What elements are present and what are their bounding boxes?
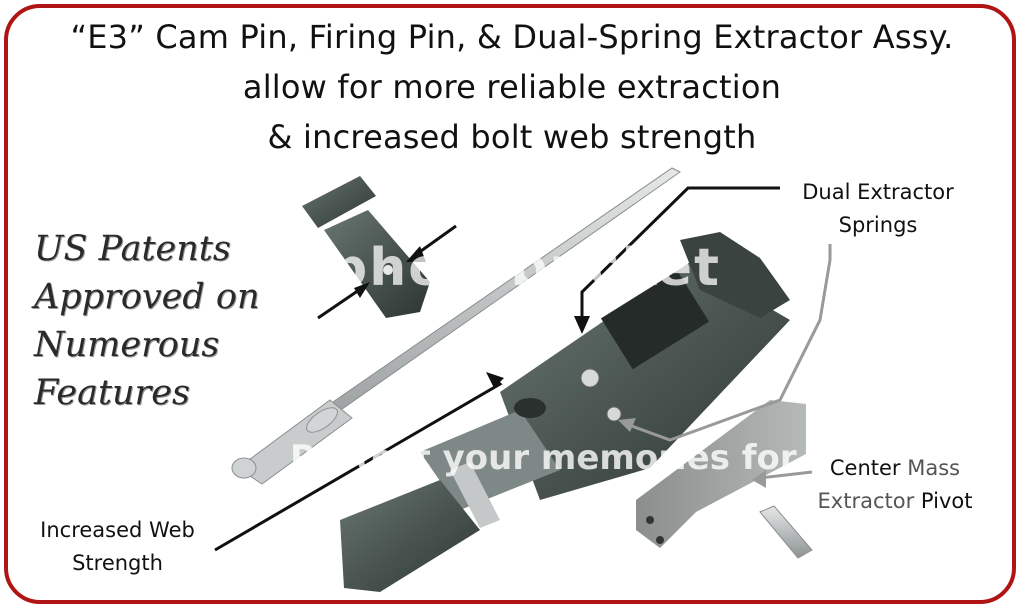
patent-line-4: Features	[34, 373, 190, 413]
headline-line-3: & increased bolt web strength	[267, 118, 757, 156]
center-word-4: Pivot	[920, 489, 973, 513]
dual-extractor-springs-label: Dual Extractor Springs	[788, 176, 968, 242]
bolt	[340, 232, 790, 592]
firing-pin	[231, 167, 681, 485]
pointer-lines	[214, 186, 832, 552]
watermark-tagline: Protect your memories for less!	[290, 438, 900, 478]
headline-line-1: “E3” Cam Pin, Firing Pin, & Dual-Spring …	[70, 18, 954, 56]
web-label-line-1: Increased Web	[40, 518, 195, 542]
web-label-line-2: Strength	[72, 551, 163, 575]
cam-pin	[302, 176, 430, 318]
patent-line-1: US Patents	[34, 229, 231, 269]
arrowheads	[354, 246, 766, 488]
patent-note: US Patents Approved on Numerous Features	[34, 225, 260, 417]
center-label-line-2: Extractor Pivot	[800, 485, 990, 518]
watermark-logo: photobucket	[330, 238, 721, 298]
extractor	[636, 400, 806, 548]
patent-line-2: Approved on	[34, 277, 260, 317]
center-mass-extractor-pivot-label: Center Mass Extractor Pivot	[800, 452, 990, 518]
patent-line-3: Numerous	[34, 325, 220, 365]
dual-label-line-1: Dual Extractor	[802, 180, 954, 204]
extractor-pivot-pin	[759, 505, 813, 559]
center-word-1: Center	[829, 456, 901, 480]
center-word-3: Extractor	[817, 489, 915, 513]
image-frame	[4, 4, 1016, 604]
center-word-2: Mass	[907, 456, 961, 480]
dual-label-line-2: Springs	[838, 213, 918, 237]
headline-line-2: allow for more reliable extraction	[242, 68, 782, 106]
center-label-line-1: Center Mass	[800, 452, 990, 485]
increased-web-strength-label: Increased Web Strength	[10, 514, 225, 580]
